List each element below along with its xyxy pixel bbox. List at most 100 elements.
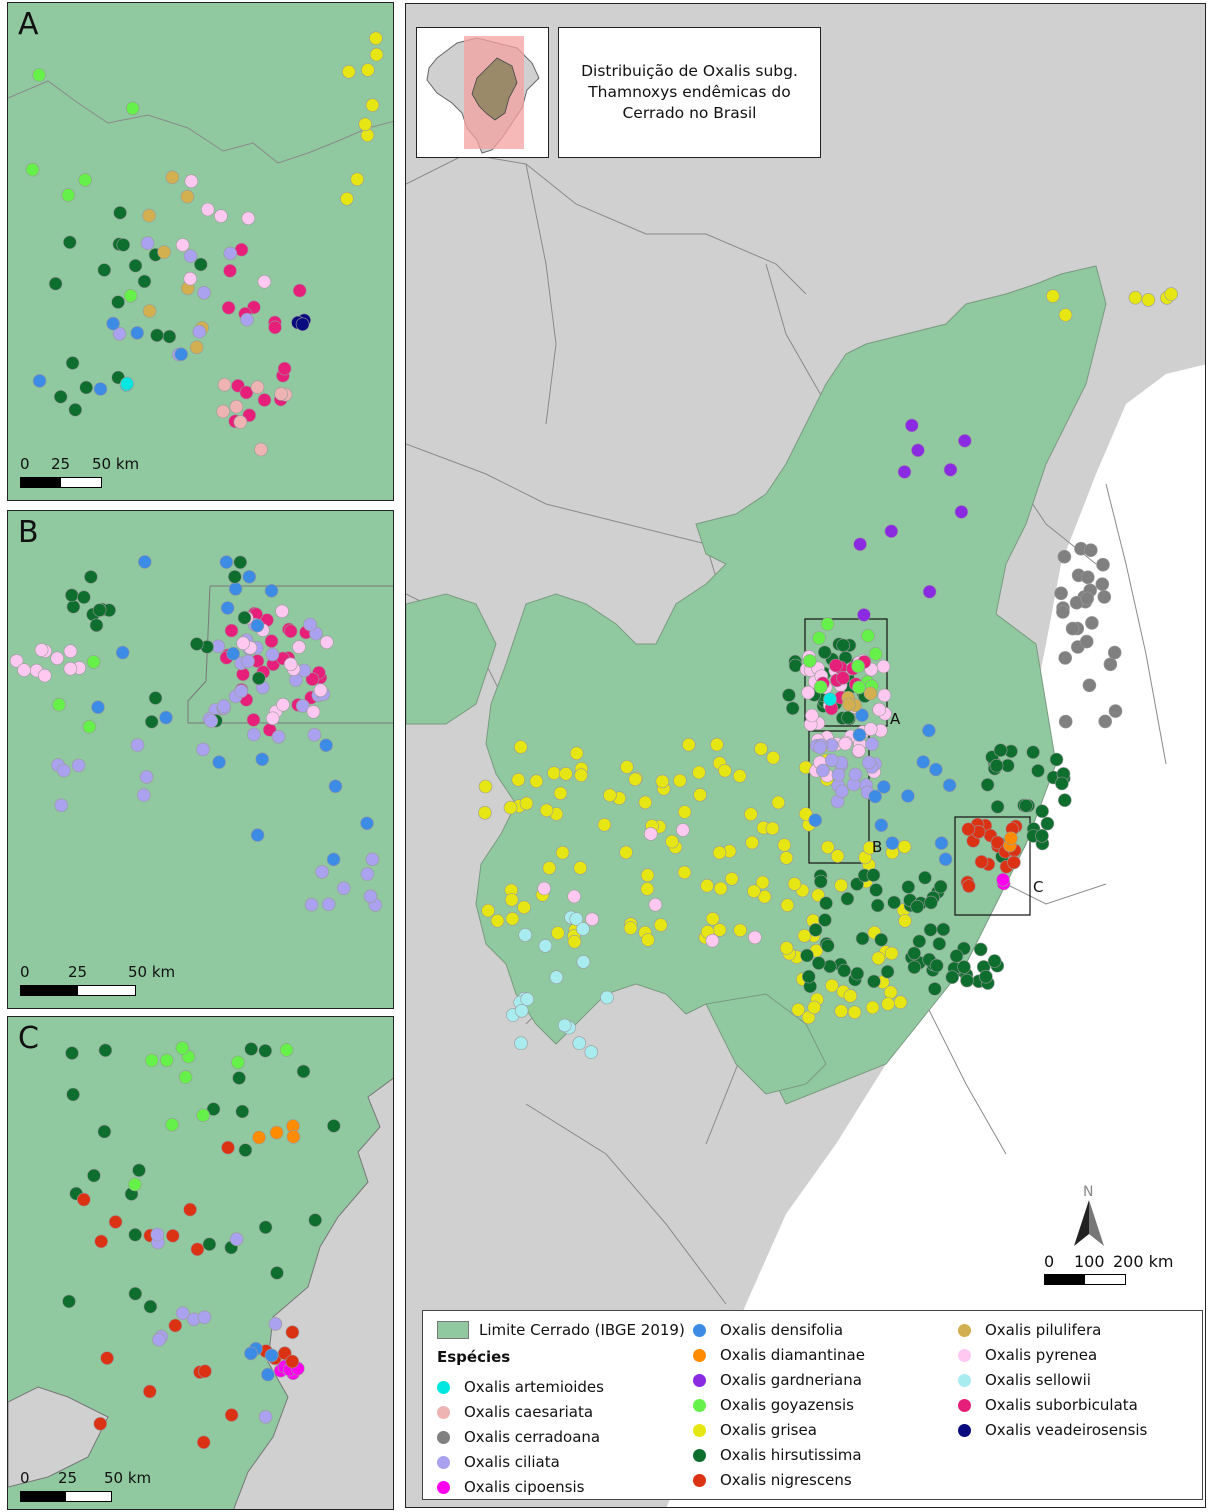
inset-map-a: A 0 25 50 km xyxy=(7,2,394,501)
occurrence-point xyxy=(945,970,960,985)
occurrence-point xyxy=(1128,290,1143,305)
occurrence-point xyxy=(223,263,237,278)
occurrence-point xyxy=(705,911,720,926)
occurrence-point xyxy=(973,942,988,957)
occurrence-point xyxy=(232,1071,246,1085)
occurrence-point xyxy=(868,789,883,804)
occurrence-point xyxy=(961,822,976,837)
occurrence-point xyxy=(271,730,286,744)
occurrence-point xyxy=(255,752,269,767)
occurrence-point xyxy=(818,913,832,927)
occurrence-point xyxy=(1065,621,1080,636)
occurrence-point xyxy=(620,760,634,774)
occurrence-point xyxy=(836,638,851,653)
occurrence-point xyxy=(529,774,544,789)
occurrence-point xyxy=(234,684,248,698)
occurrence-point xyxy=(204,714,218,728)
land-outside-cerrado xyxy=(233,1077,393,1509)
legend-item: Oxalis sellowii xyxy=(958,1371,1091,1389)
scale-label: 25 xyxy=(58,1469,78,1487)
occurrence-point xyxy=(872,702,887,717)
occurrence-point xyxy=(315,865,329,879)
occurrence-point xyxy=(264,1348,279,1363)
occurrence-point xyxy=(724,871,739,886)
occurrence-point xyxy=(538,939,553,953)
legend-swatch xyxy=(958,1323,971,1337)
occurrence-point xyxy=(1058,308,1073,322)
occurrence-point xyxy=(603,788,617,803)
occurrence-point xyxy=(264,584,279,598)
legend-item: Oxalis suborbiculata xyxy=(958,1396,1138,1414)
occurrence-point xyxy=(32,374,47,388)
occurrence-point xyxy=(137,788,151,802)
occurrence-point xyxy=(877,688,892,703)
zoom-box-label-c: C xyxy=(1033,878,1044,896)
occurrence-point xyxy=(228,570,242,584)
occurrence-point xyxy=(754,742,768,756)
occurrence-point xyxy=(676,823,690,837)
occurrence-point xyxy=(82,719,97,734)
occurrence-point xyxy=(190,637,204,651)
occurrence-point xyxy=(1040,816,1055,831)
occurrence-point xyxy=(857,608,871,622)
occurrence-point xyxy=(106,316,120,331)
occurrence-point xyxy=(257,274,272,289)
occurrence-point xyxy=(1019,798,1033,813)
legend-label: Oxalis veadeirosensis xyxy=(985,1421,1148,1439)
occurrence-point xyxy=(871,951,886,966)
occurrence-point xyxy=(250,380,265,395)
scale-bar-b: 0 25 50 km xyxy=(20,963,175,996)
occurrence-point xyxy=(283,657,298,672)
occurrence-point xyxy=(1080,570,1095,585)
scale-label: 0 xyxy=(20,1469,30,1487)
occurrence-point xyxy=(295,317,310,332)
legend-item: Oxalis gardneriana xyxy=(693,1371,862,1389)
occurrence-point xyxy=(9,654,24,668)
occurrence-point xyxy=(292,283,307,298)
occurrence-point xyxy=(137,274,152,289)
occurrence-point xyxy=(791,1002,806,1017)
occurrence-point xyxy=(17,663,31,677)
legend-item: Oxalis cerradoana xyxy=(437,1428,600,1446)
occurrence-point xyxy=(996,872,1010,887)
occurrence-point xyxy=(514,1036,528,1050)
occurrence-point xyxy=(835,784,849,799)
occurrence-point xyxy=(974,854,989,869)
occurrence-point xyxy=(63,661,78,676)
occurrence-point xyxy=(929,958,944,973)
occurrence-point xyxy=(34,643,49,657)
legend-label: Oxalis hirsutissima xyxy=(720,1446,862,1464)
occurrence-point xyxy=(319,738,333,753)
legend-swatch xyxy=(693,1473,706,1487)
occurrence-point xyxy=(924,895,938,910)
occurrence-point xyxy=(573,861,588,875)
occurrence-point xyxy=(246,713,261,727)
occurrence-point xyxy=(539,803,554,818)
occurrence-point xyxy=(128,1286,143,1301)
occurrence-point xyxy=(665,834,679,849)
legend-swatch xyxy=(693,1323,706,1337)
occurrence-point xyxy=(241,211,256,226)
occurrence-point xyxy=(478,779,493,794)
occurrence-point xyxy=(25,162,40,177)
occurrence-point xyxy=(949,949,964,963)
occurrence-point xyxy=(798,807,813,821)
occurrence-point xyxy=(820,840,835,855)
occurrence-point xyxy=(168,1318,183,1333)
occurrence-point xyxy=(157,245,171,259)
occurrence-point xyxy=(517,900,531,915)
occurrence-point xyxy=(196,1435,211,1450)
occurrence-point xyxy=(1085,616,1099,630)
occurrence-point xyxy=(904,418,919,433)
occurrence-point xyxy=(933,879,948,894)
occurrence-point xyxy=(1004,831,1018,846)
occurrence-point xyxy=(190,1242,205,1257)
occurrence-point xyxy=(848,767,863,782)
legend-item: Oxalis ciliata xyxy=(437,1453,560,1471)
legend-label: Oxalis cipoensis xyxy=(464,1478,585,1496)
occurrence-point xyxy=(361,63,375,77)
occurrence-point xyxy=(851,659,865,674)
occurrence-point xyxy=(644,827,658,841)
occurrence-point xyxy=(901,880,916,894)
legend: Limite Cerrado (IBGE 2019) Espécies Oxal… xyxy=(422,1310,1203,1500)
